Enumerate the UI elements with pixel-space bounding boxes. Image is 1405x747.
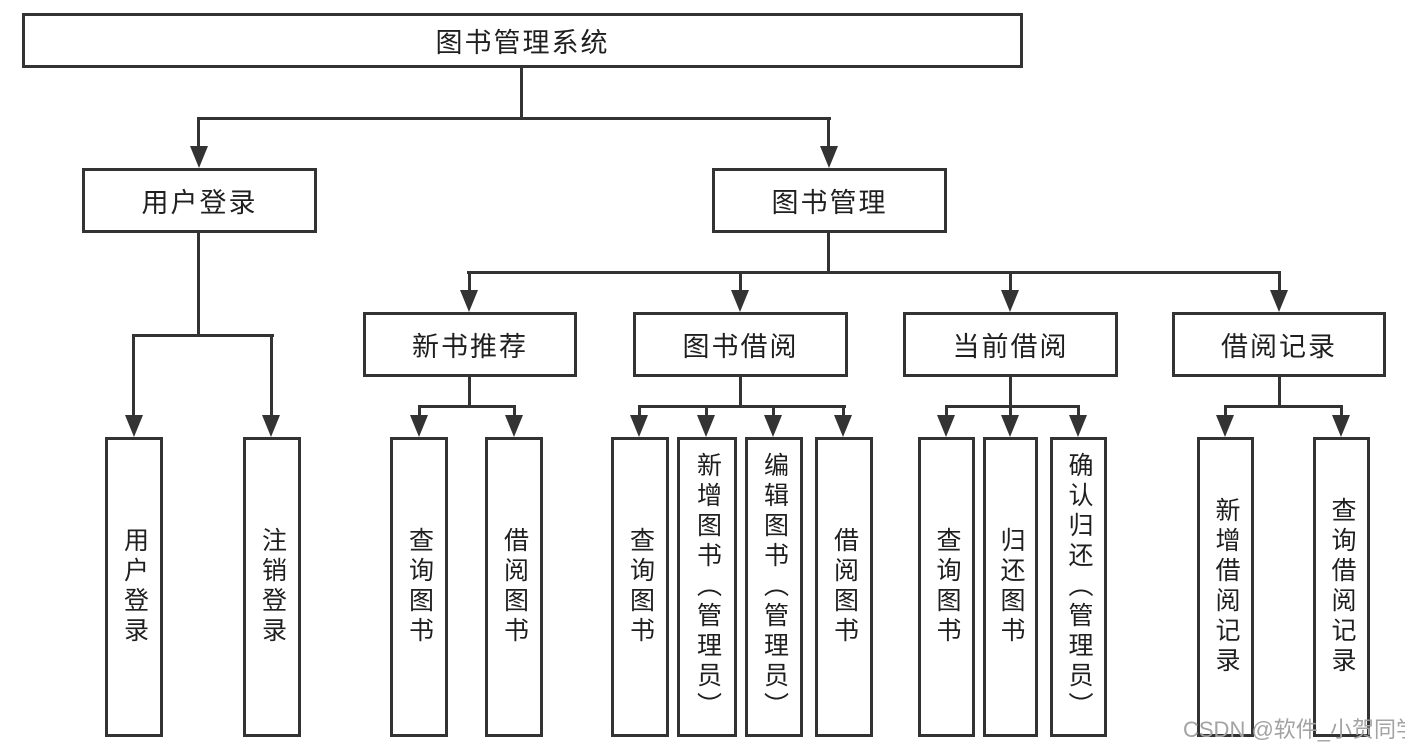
node-book-management: 图书管理 [712,168,947,233]
connector-line [945,405,1080,408]
arrowhead-down-icon [125,415,143,437]
connector-line [772,405,775,419]
connector-line [638,405,846,408]
connector-line [705,405,708,419]
connector-line [1224,405,1343,408]
arrowhead-down-icon [1270,290,1288,312]
connector-line [132,334,274,337]
connector-line [945,405,948,419]
arrowhead-down-icon [1332,415,1350,437]
leaf-user-login: 用户登录 [105,437,163,737]
connector-line [1278,271,1281,293]
connector-line [418,405,516,408]
connector-line [1009,377,1012,408]
leaf-label: 确认归还（管理员） [1065,452,1093,722]
leaf-label: 查询图书 [933,527,961,647]
leaf-label: 查询图书 [405,527,434,647]
node-label: 图书管理 [771,188,888,218]
connector-line [467,271,1281,274]
arrowhead-down-icon [820,146,838,168]
connector-line [197,117,200,149]
connector-line [418,405,421,419]
arrowhead-down-icon [410,415,428,437]
leaf-return-books: 归还图书 [983,437,1038,737]
node-label: 新书推荐 [412,332,528,362]
node-label: 图书管理系统 [435,28,610,58]
node-label: 图书借阅 [682,332,799,362]
leaf-label: 注销登录 [258,527,287,647]
arrowhead-down-icon [262,415,280,437]
connector-line [1009,271,1012,293]
connector-line [842,405,845,419]
arrowhead-down-icon [764,415,782,437]
leaf-query-books: 查询图书 [918,437,975,737]
node-label: 用户登录 [141,188,258,218]
node-borrow-records: 借阅记录 [1172,312,1386,377]
connector-line [520,68,523,120]
leaf-query-books: 查询图书 [390,437,448,737]
connector-line [1340,405,1343,419]
node-user-login: 用户登录 [82,168,317,233]
connector-line [468,377,471,408]
arrowhead-down-icon [1001,290,1019,312]
connector-line [513,405,516,419]
node-label: 当前借阅 [952,332,1069,362]
leaf-label: 编辑图书（管理员） [760,452,789,722]
node-label: 借阅记录 [1221,332,1337,362]
arrowhead-down-icon [1001,415,1019,437]
leaf-label: 查询图书 [626,527,655,647]
connector-line [638,405,641,419]
arrowhead-down-icon [731,290,749,312]
leaf-borrow-books: 借阅图书 [815,437,873,737]
connector-line [1278,377,1281,408]
arrowhead-down-icon [1216,415,1234,437]
leaf-label: 新增借阅记录 [1212,497,1240,677]
leaf-add-books-admin: 新增图书（管理员） [677,437,737,737]
csdn-watermark: CSDN @软件_小贺同学 [1183,717,1405,742]
node-book-borrowing: 图书借阅 [633,312,848,377]
arrowhead-down-icon [630,415,648,437]
node-new-book-recommend: 新书推荐 [363,312,577,377]
leaf-label: 借阅图书 [830,527,859,647]
leaf-query-books: 查询图书 [611,437,669,737]
connector-line [270,334,273,418]
leaf-label: 归还图书 [997,527,1025,647]
arrowhead-down-icon [1069,415,1087,437]
connector-line [827,233,830,274]
node-library-management-system: 图书管理系统 [22,13,1023,68]
connector-line [1009,405,1012,419]
connector-line [197,233,200,337]
arrowhead-down-icon [697,415,715,437]
arrowhead-down-icon [190,146,208,168]
arrowhead-down-icon [505,415,523,437]
connector-line [827,117,830,149]
arrowhead-down-icon [834,415,852,437]
arrowhead-down-icon [937,415,955,437]
connector-line [468,271,471,293]
connector-line [739,271,742,293]
connector-line [197,117,831,120]
leaf-label: 查询借阅记录 [1328,497,1356,677]
leaf-confirm-return-admin: 确认归还（管理员） [1050,437,1107,737]
connector-line [1077,405,1080,419]
leaf-logout: 注销登录 [243,437,301,737]
connector-line [739,377,742,408]
leaf-edit-books-admin: 编辑图书（管理员） [745,437,803,737]
leaf-query-borrow-record: 查询借阅记录 [1313,437,1370,737]
leaf-borrow-books: 借阅图书 [485,437,543,737]
leaf-label: 用户登录 [120,527,149,647]
node-current-borrowing: 当前借阅 [903,312,1118,377]
connector-line [132,334,135,418]
leaf-label: 新增图书（管理员） [693,452,722,722]
connector-line [1224,405,1227,419]
leaf-add-borrow-record: 新增借阅记录 [1197,437,1254,737]
leaf-label: 借阅图书 [500,527,529,647]
arrowhead-down-icon [460,290,478,312]
